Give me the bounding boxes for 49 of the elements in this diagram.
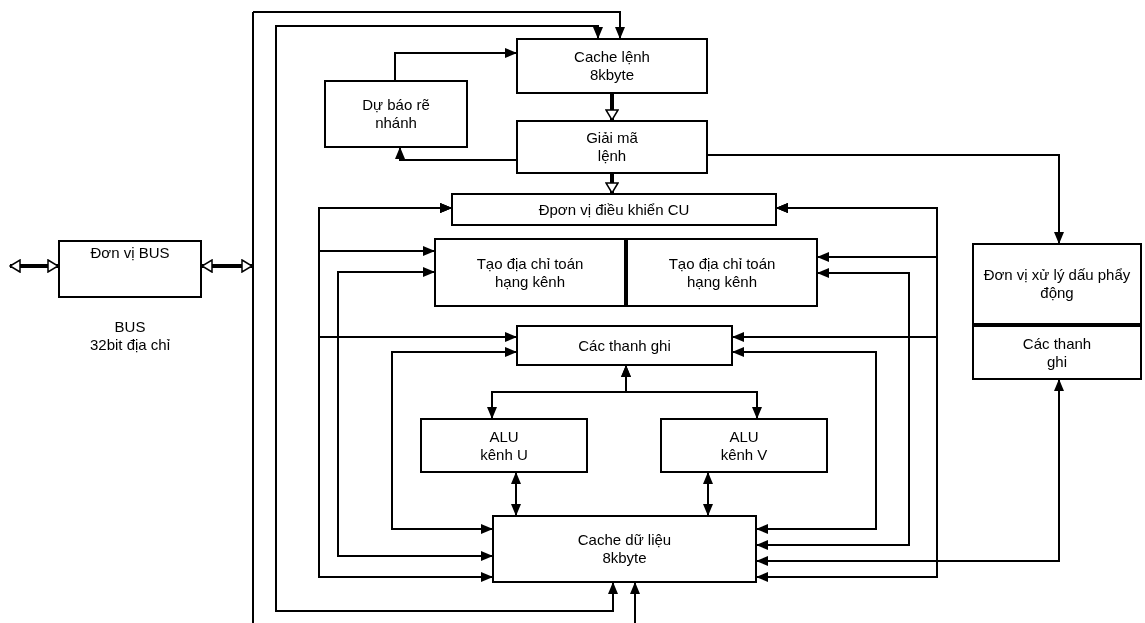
block-box [58, 240, 202, 298]
connector-arrow [201, 259, 253, 273]
block-box [516, 120, 708, 174]
block-box [324, 80, 468, 148]
block-label: Dự báo rẽ nhánh [361, 96, 431, 132]
bus-label: 32bit địa chỉ [89, 336, 171, 354]
block-box [972, 243, 1142, 325]
connector-arrow [394, 48, 517, 81]
block-label: ALU kênh U [479, 427, 529, 464]
connector-arrow [337, 267, 493, 561]
block-label: Cache lệnh 8kbyte [573, 48, 651, 84]
block-box [972, 325, 1142, 380]
connector-arrow [756, 379, 1064, 566]
block-box [451, 193, 777, 226]
block-label: Giải mã lệnh [585, 129, 639, 165]
connector-arrow [707, 154, 1064, 244]
block-box [516, 38, 708, 94]
block-label: Các thanh ghi [578, 336, 671, 355]
connector-arrow [391, 347, 517, 534]
connector-arrow [252, 11, 625, 39]
connector-arrow [318, 203, 493, 582]
connector-arrow [605, 94, 619, 121]
connector-arrow [511, 472, 521, 516]
block-label: Tạo địa chỉ toán hạng kênh [667, 254, 777, 291]
block-label: Đơn vị BUS [90, 244, 170, 262]
connector-arrow [395, 147, 517, 161]
connector-arrow [756, 268, 910, 550]
block-box [660, 418, 828, 473]
block-label: Tạo địa chỉ toán hạng kênh [475, 254, 585, 291]
block-box [516, 325, 733, 366]
connector-arrow [756, 203, 938, 582]
connector-arrow [9, 259, 59, 273]
connector-arrow [621, 365, 762, 419]
block-box [434, 238, 626, 307]
block-label: Đơn vị xử lý dấu phẩy động [982, 266, 1132, 302]
connector-arrow [275, 25, 618, 612]
block-label: ALU kênh V [719, 427, 769, 464]
block-label: Các thanh ghi [1021, 334, 1093, 371]
bus-label: BUS [114, 318, 146, 336]
connector-arrow [605, 174, 619, 194]
block-box [626, 238, 818, 307]
connector-arrow [630, 582, 640, 623]
block-label: Cache dữ liệu 8kbyte [576, 531, 673, 567]
connector-arrow [703, 472, 713, 516]
block-label: Đpơn vị điều khiển CU [538, 200, 690, 219]
connector-arrow [732, 347, 877, 534]
block-box [492, 515, 757, 583]
block-box [420, 418, 588, 473]
bus-line [252, 12, 254, 623]
